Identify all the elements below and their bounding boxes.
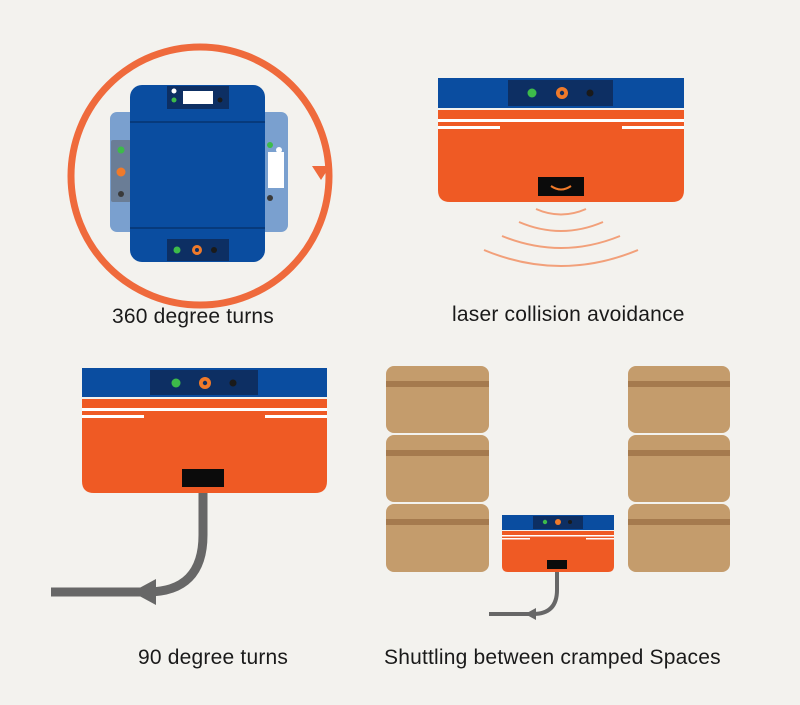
agv-body-top <box>130 85 265 262</box>
laser-scanner-window <box>538 177 584 196</box>
small-agv <box>502 515 614 572</box>
turn-90-illustration <box>51 368 327 605</box>
agv-top-view <box>110 85 288 262</box>
rotation-ring-icon <box>67 43 333 309</box>
laser-wave-icon <box>483 208 639 267</box>
laser-avoidance-illustration <box>438 78 684 267</box>
caption-laser-avoidance: laser collision avoidance <box>452 303 685 326</box>
caption-360-turns: 360 degree turns <box>112 305 274 328</box>
left-box-stack <box>386 366 489 572</box>
small-bent-arrow-icon <box>489 572 559 620</box>
caption-shuttling: Shuttling between cramped Spaces <box>384 646 721 669</box>
shuttling-illustration <box>386 366 730 620</box>
agv-front-body <box>438 110 684 202</box>
agv-front-body <box>82 399 327 493</box>
bent-arrow-icon <box>51 493 208 605</box>
turn-360-illustration <box>67 43 333 309</box>
right-lidar-window <box>268 152 284 188</box>
rotation-arrowhead-icon <box>312 166 330 180</box>
laser-scanner-window <box>182 469 224 487</box>
caption-90-turns: 90 degree turns <box>138 646 289 669</box>
right-box-stack <box>628 366 730 572</box>
